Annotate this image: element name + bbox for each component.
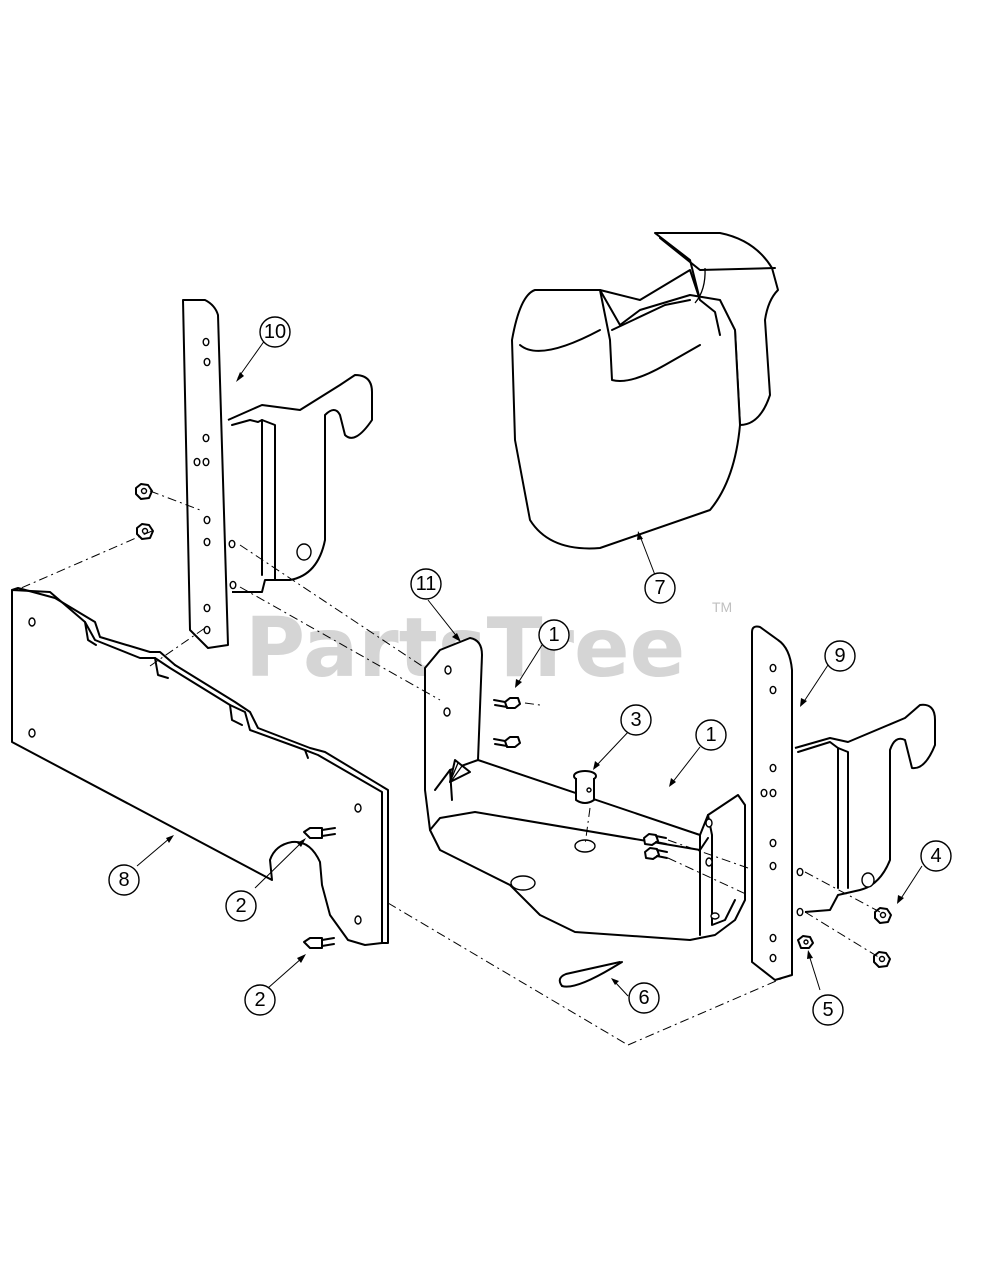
plate-8-holes <box>28 617 362 925</box>
callout-7[interactable]: 7 <box>644 572 676 604</box>
callout-10-label: 10 <box>264 321 286 343</box>
callout-4-label: 4 <box>930 845 941 867</box>
callout-2-upper-label: 2 <box>235 895 246 917</box>
leader-lines <box>136 339 923 997</box>
bracket-10-holes <box>193 337 312 635</box>
part-9-right-bracket[interactable] <box>751 625 936 981</box>
callout-8[interactable]: 8 <box>108 864 140 896</box>
callout-1-upper-label: 1 <box>548 624 559 646</box>
callout-2-lower[interactable]: 2 <box>244 984 276 1016</box>
callout-9[interactable]: 9 <box>824 640 856 672</box>
part-7-suitcase-weight[interactable] <box>511 232 779 550</box>
callout-11-label: 11 <box>416 573 437 595</box>
nut-lower-left[interactable] <box>136 523 154 540</box>
callout-1-right[interactable]: 1 <box>695 719 727 751</box>
part-1-bolt-top-b[interactable] <box>493 736 521 748</box>
callout-5-label: 5 <box>822 999 833 1021</box>
bracket-9-holes <box>760 663 875 963</box>
part-1-bolt-right-b[interactable] <box>644 847 668 860</box>
nut-upper-left[interactable] <box>135 483 153 500</box>
callout-2-lower-label: 2 <box>254 989 265 1011</box>
assembly-lines <box>11 490 881 1046</box>
callout-10[interactable]: 10 <box>259 316 291 348</box>
part-11-hitch-frame[interactable] <box>424 637 746 941</box>
callout-8-label: 8 <box>118 869 129 891</box>
callout-1-upper[interactable]: 1 <box>538 619 570 651</box>
callout-6-label: 6 <box>638 987 649 1009</box>
part-2-bolt-lower[interactable] <box>303 937 335 949</box>
callout-9-label: 9 <box>834 645 845 667</box>
part-10-left-bracket[interactable] <box>182 299 373 649</box>
part-6-hair-pin-clip[interactable] <box>558 961 623 988</box>
callout-3-label: 3 <box>630 709 641 731</box>
callout-1-right-label: 1 <box>705 724 716 746</box>
frame-11-holes <box>443 665 720 920</box>
callout-6[interactable]: 6 <box>628 982 660 1014</box>
part-3-hitch-pin[interactable] <box>573 770 597 804</box>
callout-2-upper[interactable]: 2 <box>225 890 257 922</box>
callout-5[interactable]: 5 <box>812 994 844 1026</box>
callout-3[interactable]: 3 <box>620 704 652 736</box>
callout-11[interactable]: 11 <box>410 568 442 600</box>
part-4-nut-lower[interactable] <box>873 951 891 968</box>
part-5-washer[interactable] <box>797 935 814 949</box>
part-1-bolt-right-a[interactable] <box>643 833 667 846</box>
part-2-bolt-upper[interactable] <box>303 827 336 839</box>
watermark-trademark: TM <box>712 599 732 615</box>
part-1-bolt-top-a[interactable] <box>493 697 521 709</box>
part-8-front-plate[interactable] <box>11 587 389 946</box>
callout-4[interactable]: 4 <box>920 840 952 872</box>
callout-7-label: 7 <box>654 577 665 599</box>
